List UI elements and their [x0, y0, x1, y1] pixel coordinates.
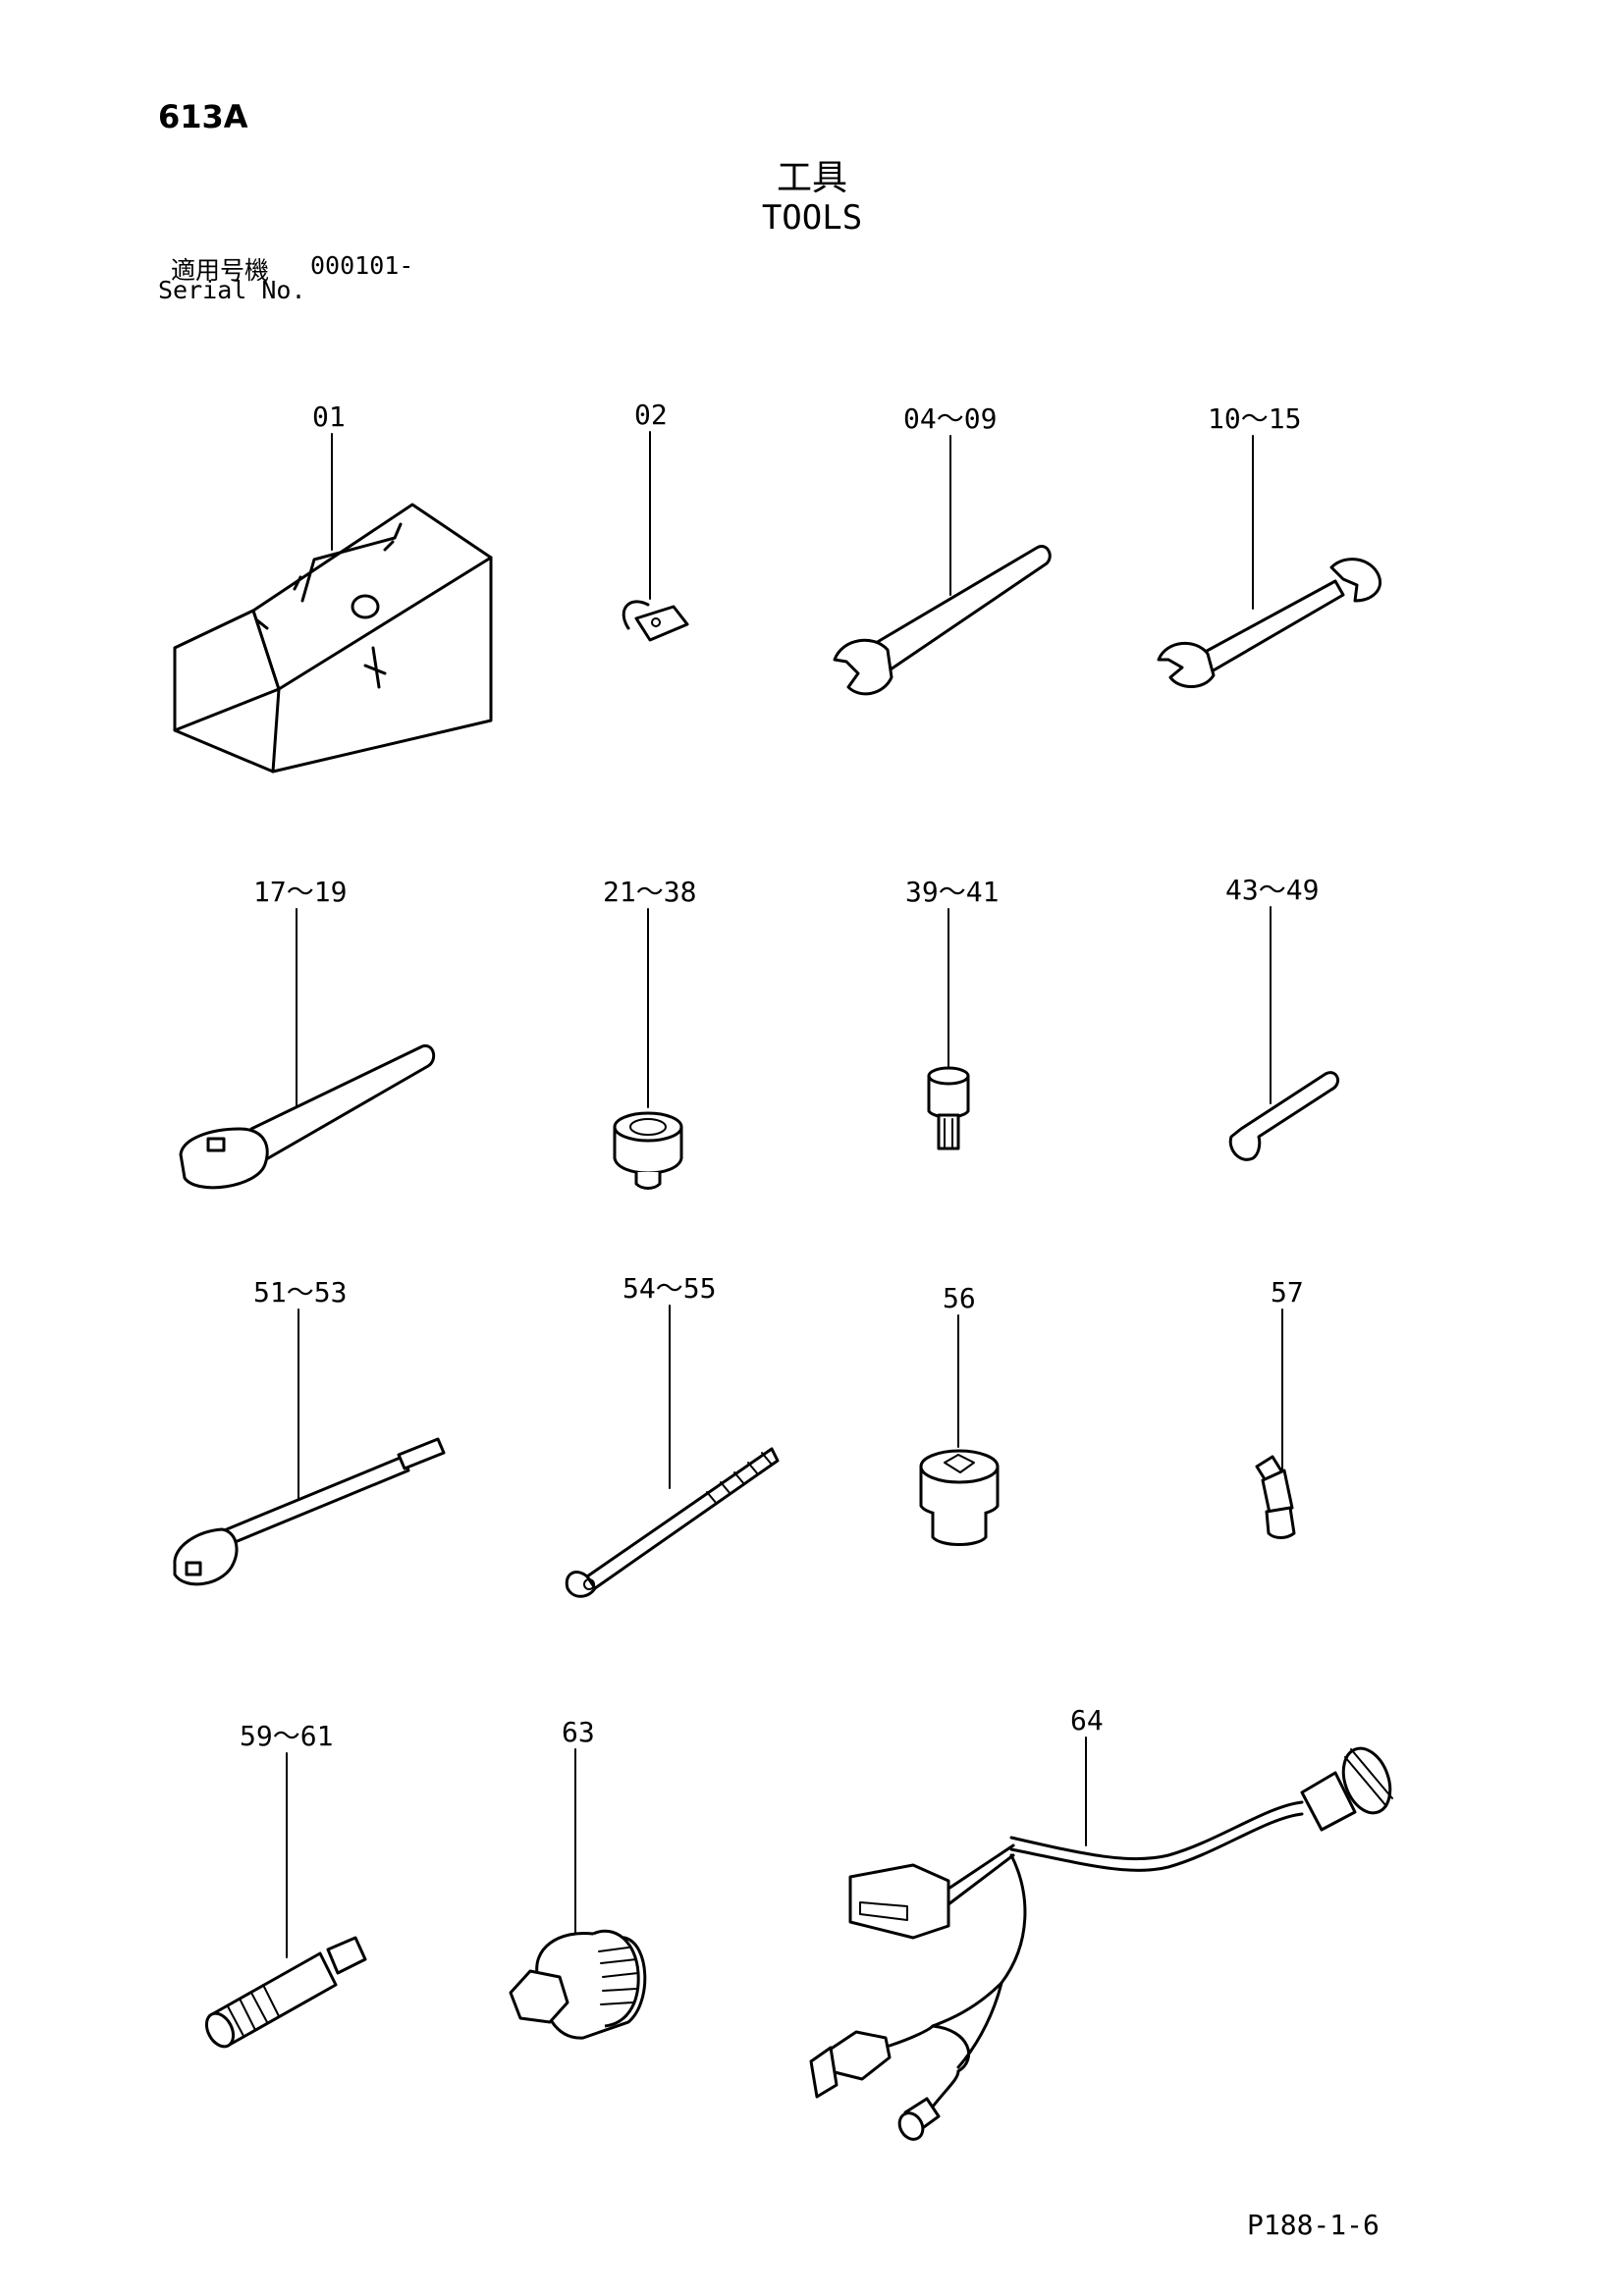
part-label-39-41: 39～41: [905, 876, 999, 908]
grease-nipple-icon: [1255, 1455, 1296, 1539]
part-label-59-61: 59～61: [240, 1720, 333, 1752]
part-label-56: 56: [943, 1282, 976, 1314]
part-59-61: 59～61: [204, 1720, 367, 2049]
socket-icon: [613, 1111, 683, 1190]
double-open-end-wrench-icon: [1157, 558, 1381, 688]
page-reference: P188-1-6: [1247, 2209, 1380, 2241]
part-label-64: 64: [1070, 1704, 1104, 1736]
serial-label-english: Serial No.: [158, 276, 306, 304]
part-label-10-15: 10～15: [1208, 402, 1301, 435]
ratchet-handle-icon: [179, 1043, 436, 1190]
part-label-57: 57: [1271, 1276, 1304, 1308]
part-02: 02: [622, 399, 689, 642]
part-label-54-55: 54～55: [623, 1272, 716, 1305]
part-54-55: 54～55: [565, 1272, 780, 1598]
part-51-53: 51～53: [173, 1276, 446, 1586]
part-01: 01: [173, 400, 493, 774]
toolbox-icon: [173, 503, 493, 774]
threaded-adapter-icon: [204, 1936, 367, 2049]
plug-socket-icon: [509, 1929, 647, 2040]
part-label-02: 02: [634, 399, 668, 431]
part-56: 56: [919, 1282, 1000, 1546]
part-17-19: 17～19: [179, 876, 436, 1190]
hex-key-icon: [1228, 1071, 1340, 1161]
part-label-21-38: 21～38: [603, 876, 696, 908]
part-63: 63: [509, 1716, 647, 2040]
title-japanese: 工具: [776, 158, 847, 198]
part-39-41: 39～41: [905, 876, 999, 1150]
part-21-38: 21～38: [603, 876, 696, 1190]
extension-bar-icon: [173, 1437, 446, 1586]
part-label-43-49: 43～49: [1225, 874, 1319, 906]
part-64: 64: [809, 1704, 1393, 2141]
part-label-01: 01: [312, 400, 346, 433]
spanner-wrench-icon: [833, 545, 1052, 696]
serial-label-japanese: 適用号機: [171, 256, 270, 285]
page-code: 613A: [158, 98, 248, 135]
square-drive-adapter-icon: [919, 1449, 1000, 1546]
part-label-17-19: 17～19: [253, 876, 347, 908]
part-57: 57: [1255, 1276, 1304, 1539]
t-wrench-icon: [565, 1447, 780, 1598]
part-label-51-53: 51～53: [253, 1276, 347, 1308]
hex-bit-socket-icon: [927, 1066, 970, 1150]
padlock-icon: [622, 600, 689, 642]
part-04-09: 04～09: [833, 402, 1052, 696]
part-label-04-09: 04～09: [903, 402, 997, 435]
serial-range: 000101-: [310, 251, 414, 280]
title-english: TOOLS: [761, 198, 863, 238]
wire-harness-icon: [809, 1746, 1393, 2141]
part-10-15: 10～15: [1157, 402, 1381, 688]
part-43-49: 43～49: [1225, 874, 1340, 1161]
part-label-63: 63: [562, 1716, 595, 1748]
